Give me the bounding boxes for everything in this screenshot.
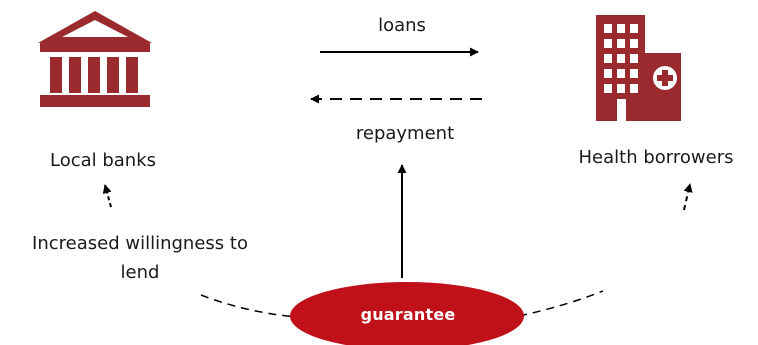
willingness-to-banks-arrow (102, 184, 112, 208)
right-dashed-curve (518, 290, 604, 317)
bank-building-icon (38, 11, 152, 107)
repayment-label: repayment (355, 123, 455, 144)
guarantee-label: guarantee (360, 305, 456, 324)
willingness-line-1: Increased willingness to (32, 233, 248, 254)
local-banks-label: Local banks (49, 150, 157, 171)
willingness-label: Increased willingness to lend (32, 229, 248, 287)
willingness-line-2: lend (120, 262, 160, 283)
loans-label: loans (378, 15, 426, 36)
left-dashed-curve (200, 294, 297, 318)
guarantee-to-borrowers-arrow (683, 183, 693, 211)
health-borrowers-label: Health borrowers (578, 147, 734, 168)
guarantee-ellipse (290, 282, 524, 345)
hospital-building-icon (596, 15, 681, 121)
